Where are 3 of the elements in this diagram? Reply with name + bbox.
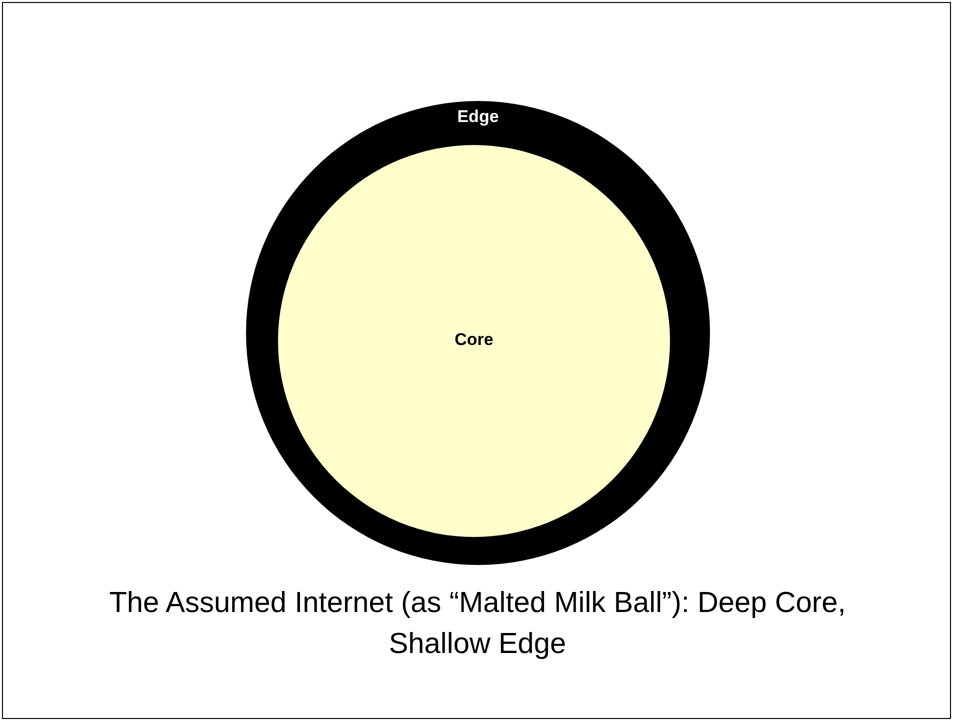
- circle-label: Edge: [457, 107, 499, 127]
- caption: The Assumed Internet (as “Malted Milk Ball”): Deep Core, Shallow Edge: [108, 586, 847, 662]
- circle-label: Core: [454, 330, 494, 350]
